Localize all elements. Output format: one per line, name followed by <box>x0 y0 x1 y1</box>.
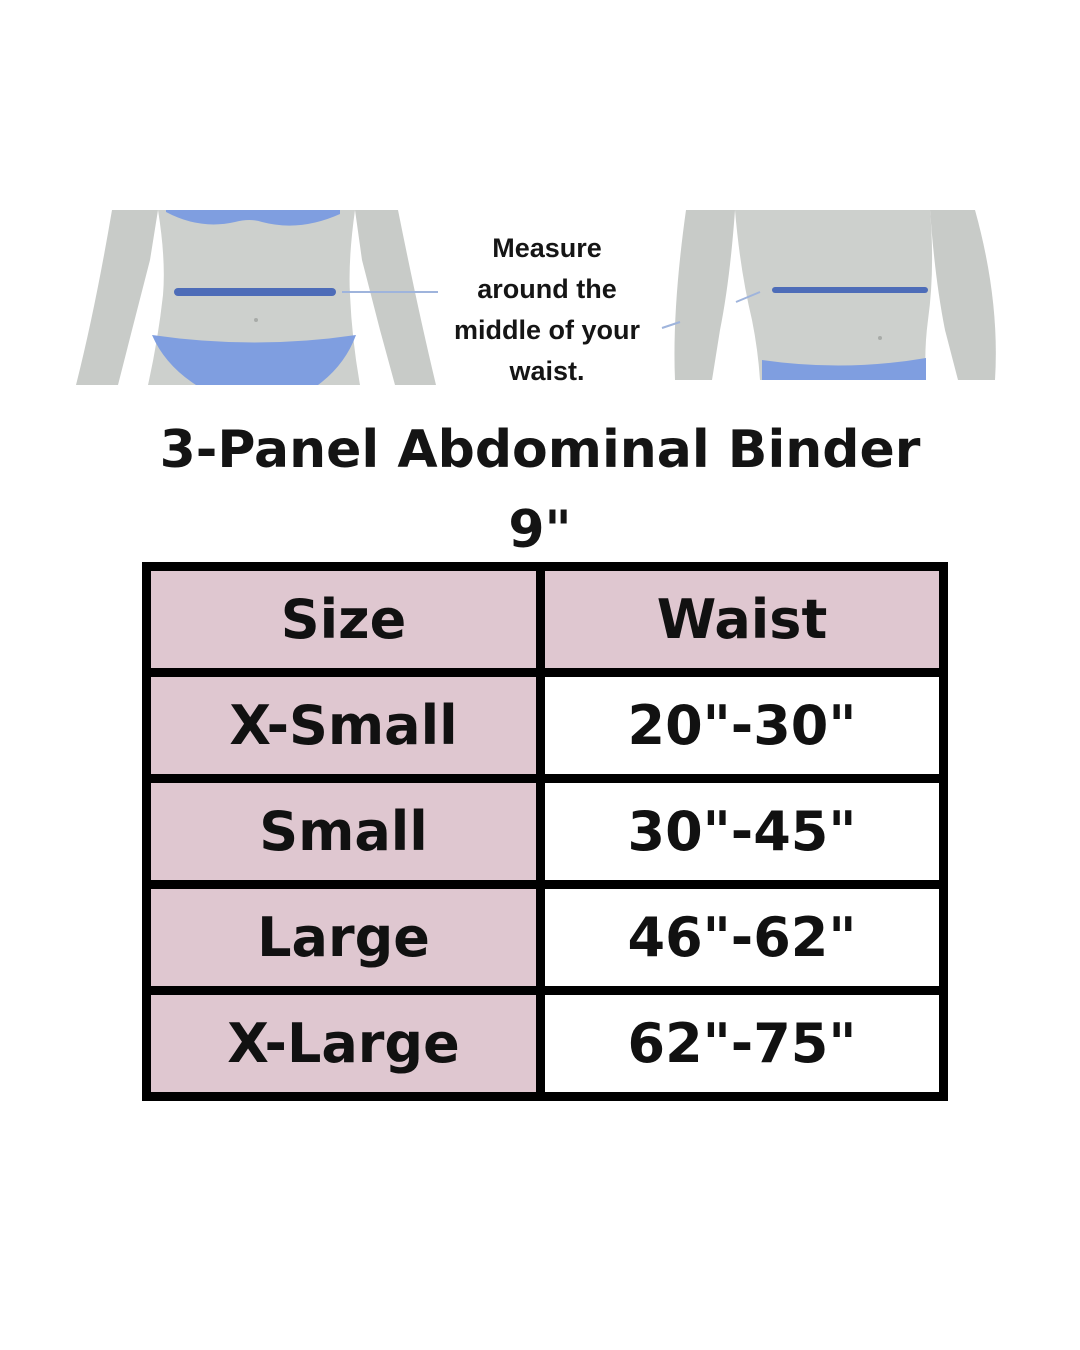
measure-line-2: around the <box>477 274 617 304</box>
female-torso-illustration <box>76 210 438 385</box>
measure-line-1: Measure <box>492 233 602 263</box>
title-line-2: 9" <box>508 500 572 560</box>
waist-cell: 46"-62" <box>536 880 948 995</box>
size-cell: X-Large <box>142 986 545 1101</box>
size-cell: X-Small <box>142 668 545 783</box>
measurement-illustration <box>76 210 996 385</box>
header-waist: Waist <box>536 562 948 677</box>
table-header-row: Size Waist <box>142 562 948 677</box>
male-torso-illustration <box>661 210 996 380</box>
header-size: Size <box>142 562 545 677</box>
size-chart-table: Size Waist X-Small 20"-30" Small 30"-45"… <box>142 562 948 1101</box>
measure-instruction: Measure around the middle of your waist. <box>437 228 657 392</box>
size-cell: Large <box>142 880 545 995</box>
waist-cell: 20"-30" <box>536 668 948 783</box>
page-title: 3-Panel Abdominal Binder 9" <box>0 410 1080 570</box>
waist-cell: 30"-45" <box>536 774 948 889</box>
table-row: X-Large 62"-75" <box>142 986 948 1101</box>
waist-cell: 62"-75" <box>536 986 948 1101</box>
title-line-1: 3-Panel Abdominal Binder <box>159 420 921 480</box>
table-row: X-Small 20"-30" <box>142 668 948 783</box>
table-row: Small 30"-45" <box>142 774 948 889</box>
table-row: Large 46"-62" <box>142 880 948 995</box>
size-cell: Small <box>142 774 545 889</box>
measure-line-3: middle of your <box>453 315 640 345</box>
measure-line-4: waist. <box>509 356 585 386</box>
